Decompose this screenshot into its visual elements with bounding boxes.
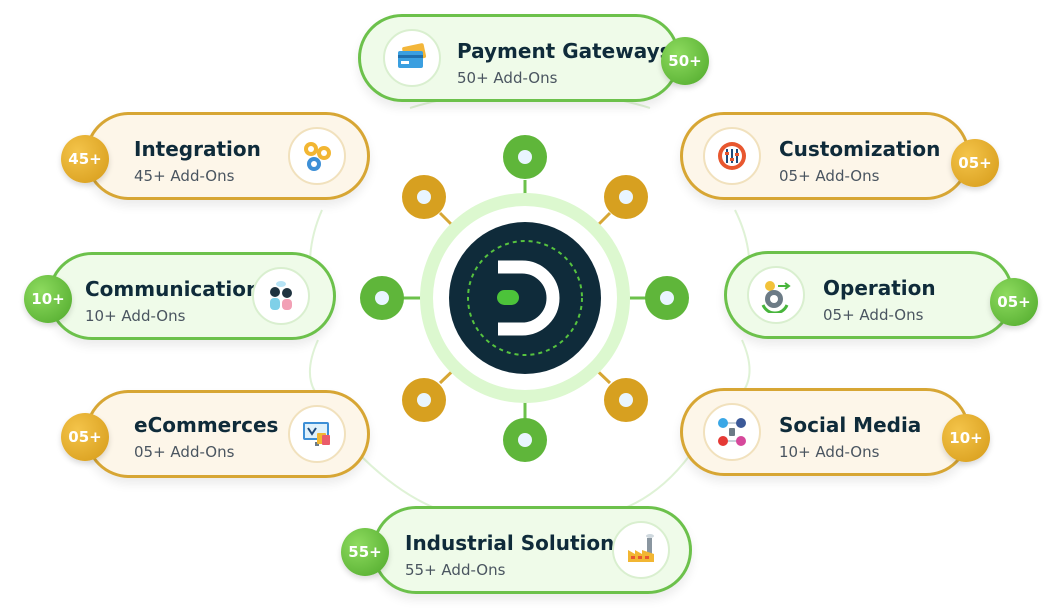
card-subtitle: 10+ Add-Ons [779,443,880,461]
node-top-left [402,175,446,219]
node-left [360,276,404,320]
card-integration[interactable]: Integration 45+ Add-Ons [85,112,370,200]
arc-bottom-left [359,454,441,511]
card-subtitle: 10+ Add-Ons [85,307,186,325]
node-bottom-left [402,378,446,422]
node-right [645,276,689,320]
node-top [503,135,547,179]
badge-operation: 05+ [990,278,1038,326]
card-payment-gateways[interactable]: Payment Gateways 50+ Add-Ons [358,14,680,102]
d-logo-icon [497,260,560,336]
card-title: Customization [779,137,941,161]
card-subtitle: 05+ Add-Ons [779,167,880,185]
hub-core [449,222,601,374]
badge-communication: 10+ [24,275,72,323]
card-customization[interactable]: Customization 05+ Add-Ons [680,112,970,200]
badge-industrial-solutions: 55+ [341,528,389,576]
gear-bulb-icon [747,266,805,324]
card-social-media[interactable]: Social Media 10+ Add-Ons [680,388,970,476]
hub-dashed-ring [467,240,583,356]
shopping-screen-icon [288,405,346,463]
card-communication[interactable]: Communication 10+ Add-Ons [48,252,336,340]
gears-icon [288,127,346,185]
card-industrial-solutions[interactable]: Industrial Solutions 55+ Add-Ons [372,506,692,594]
badge-ecommerces: 05+ [61,413,109,461]
card-title: Industrial Solutions [405,531,627,555]
card-title: eCommerces [134,413,279,437]
badge-payment-gateways: 50+ [661,37,709,85]
card-title: Integration [134,137,261,161]
card-subtitle: 50+ Add-Ons [457,69,558,87]
arc-bottom-right [619,454,691,511]
card-title: Communication [85,277,261,301]
card-subtitle: 45+ Add-Ons [134,167,235,185]
badge-customization: 05+ [951,139,999,187]
card-subtitle: 55+ Add-Ons [405,561,506,579]
badge-integration: 45+ [61,135,109,183]
card-title: Operation [823,276,936,300]
node-bottom-right [604,378,648,422]
card-operation[interactable]: Operation 05+ Add-Ons [724,251,1014,339]
node-top-right [604,175,648,219]
factory-icon [612,521,670,579]
card-ecommerces[interactable]: eCommerces 05+ Add-Ons [85,390,370,478]
social-network-icon [703,403,761,461]
badge-social-media: 10+ [942,414,990,462]
card-title: Payment Gateways [457,39,672,63]
card-subtitle: 05+ Add-Ons [134,443,235,461]
gear-sliders-icon [703,127,761,185]
people-chat-icon [252,267,310,325]
credit-card-icon [383,29,441,87]
node-bottom [503,418,547,462]
card-title: Social Media [779,413,922,437]
card-subtitle: 05+ Add-Ons [823,306,924,324]
